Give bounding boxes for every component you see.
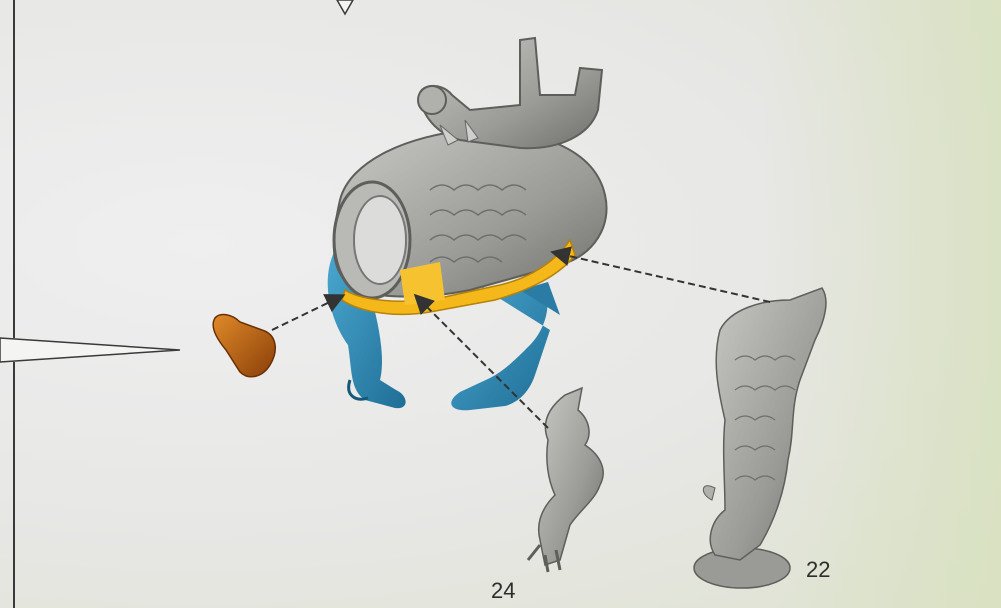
top-pointer-triangle [337,0,353,14]
callout-pointer [0,338,180,362]
part-number-24: 24 [491,578,515,604]
arrow-leg22-to-body [556,253,770,302]
leg-part-22 [694,288,826,588]
orange-part [213,315,275,377]
part-number-22: 22 [806,557,830,583]
leg-part-24 [528,388,603,572]
